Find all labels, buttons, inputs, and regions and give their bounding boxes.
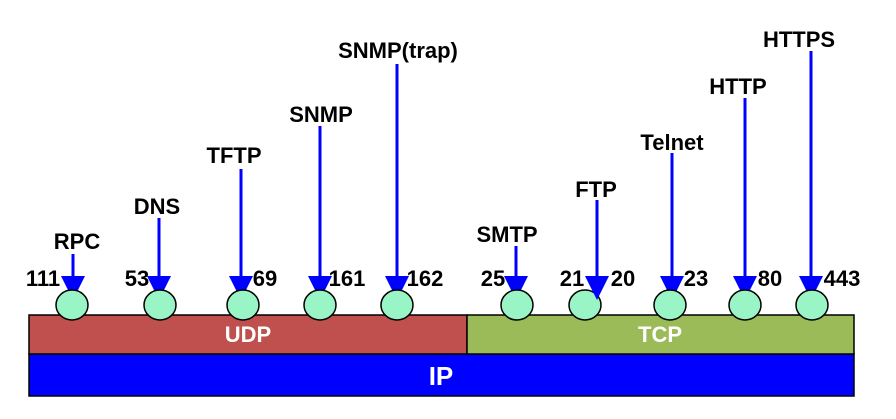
udp-layer-label: UDP	[225, 322, 271, 347]
port-80-number: 80	[758, 266, 782, 291]
port-111-number: 111	[26, 266, 60, 291]
port-443-number: 443	[824, 266, 861, 291]
tcp-layer-label: TCP	[638, 322, 682, 347]
smtp-protocol-label: SMTP	[476, 222, 537, 247]
port-25-number: 25	[481, 266, 505, 291]
https-protocol-label: HTTPS	[763, 27, 835, 52]
snmp-protocol-label: SNMP	[289, 102, 353, 127]
port-23-circle	[653, 289, 687, 321]
port-443-circle	[795, 289, 829, 321]
port-21-circle	[568, 289, 602, 321]
ports-layer: RPC 111 DNS 53 TFTP 69 SNMP 161 SNMP(trap) 162 SMT…	[26, 27, 861, 321]
port-20-number: 20	[611, 266, 635, 291]
rpc-protocol-label: RPC	[54, 229, 101, 254]
http-protocol-label: HTTP	[709, 74, 766, 99]
port-111-circle	[55, 289, 89, 321]
port-23-number: 23	[684, 266, 708, 291]
ftp-protocol-label: FTP	[575, 177, 617, 202]
port-161-number: 161	[329, 266, 366, 291]
port-161-circle	[303, 289, 337, 321]
ip-layer-label: IP	[429, 361, 454, 391]
ip-layer-bar	[28, 353, 855, 397]
port-80-circle	[728, 289, 762, 321]
port-162-number: 162	[407, 266, 444, 291]
udp-layer-bar	[28, 314, 468, 355]
port-21-number: 21	[560, 266, 584, 291]
snmp-trap-protocol-label: SNMP(trap)	[338, 38, 458, 63]
telnet-protocol-label: Telnet	[640, 130, 704, 155]
port-69-number: 69	[253, 266, 277, 291]
port-69-circle	[226, 289, 260, 321]
port-53-circle	[143, 289, 177, 321]
tftp-protocol-label: TFTP	[207, 143, 262, 168]
port-162-circle	[380, 289, 414, 321]
port-25-circle	[500, 289, 534, 321]
dns-protocol-label: DNS	[134, 194, 180, 219]
port-53-number: 53	[125, 266, 149, 291]
